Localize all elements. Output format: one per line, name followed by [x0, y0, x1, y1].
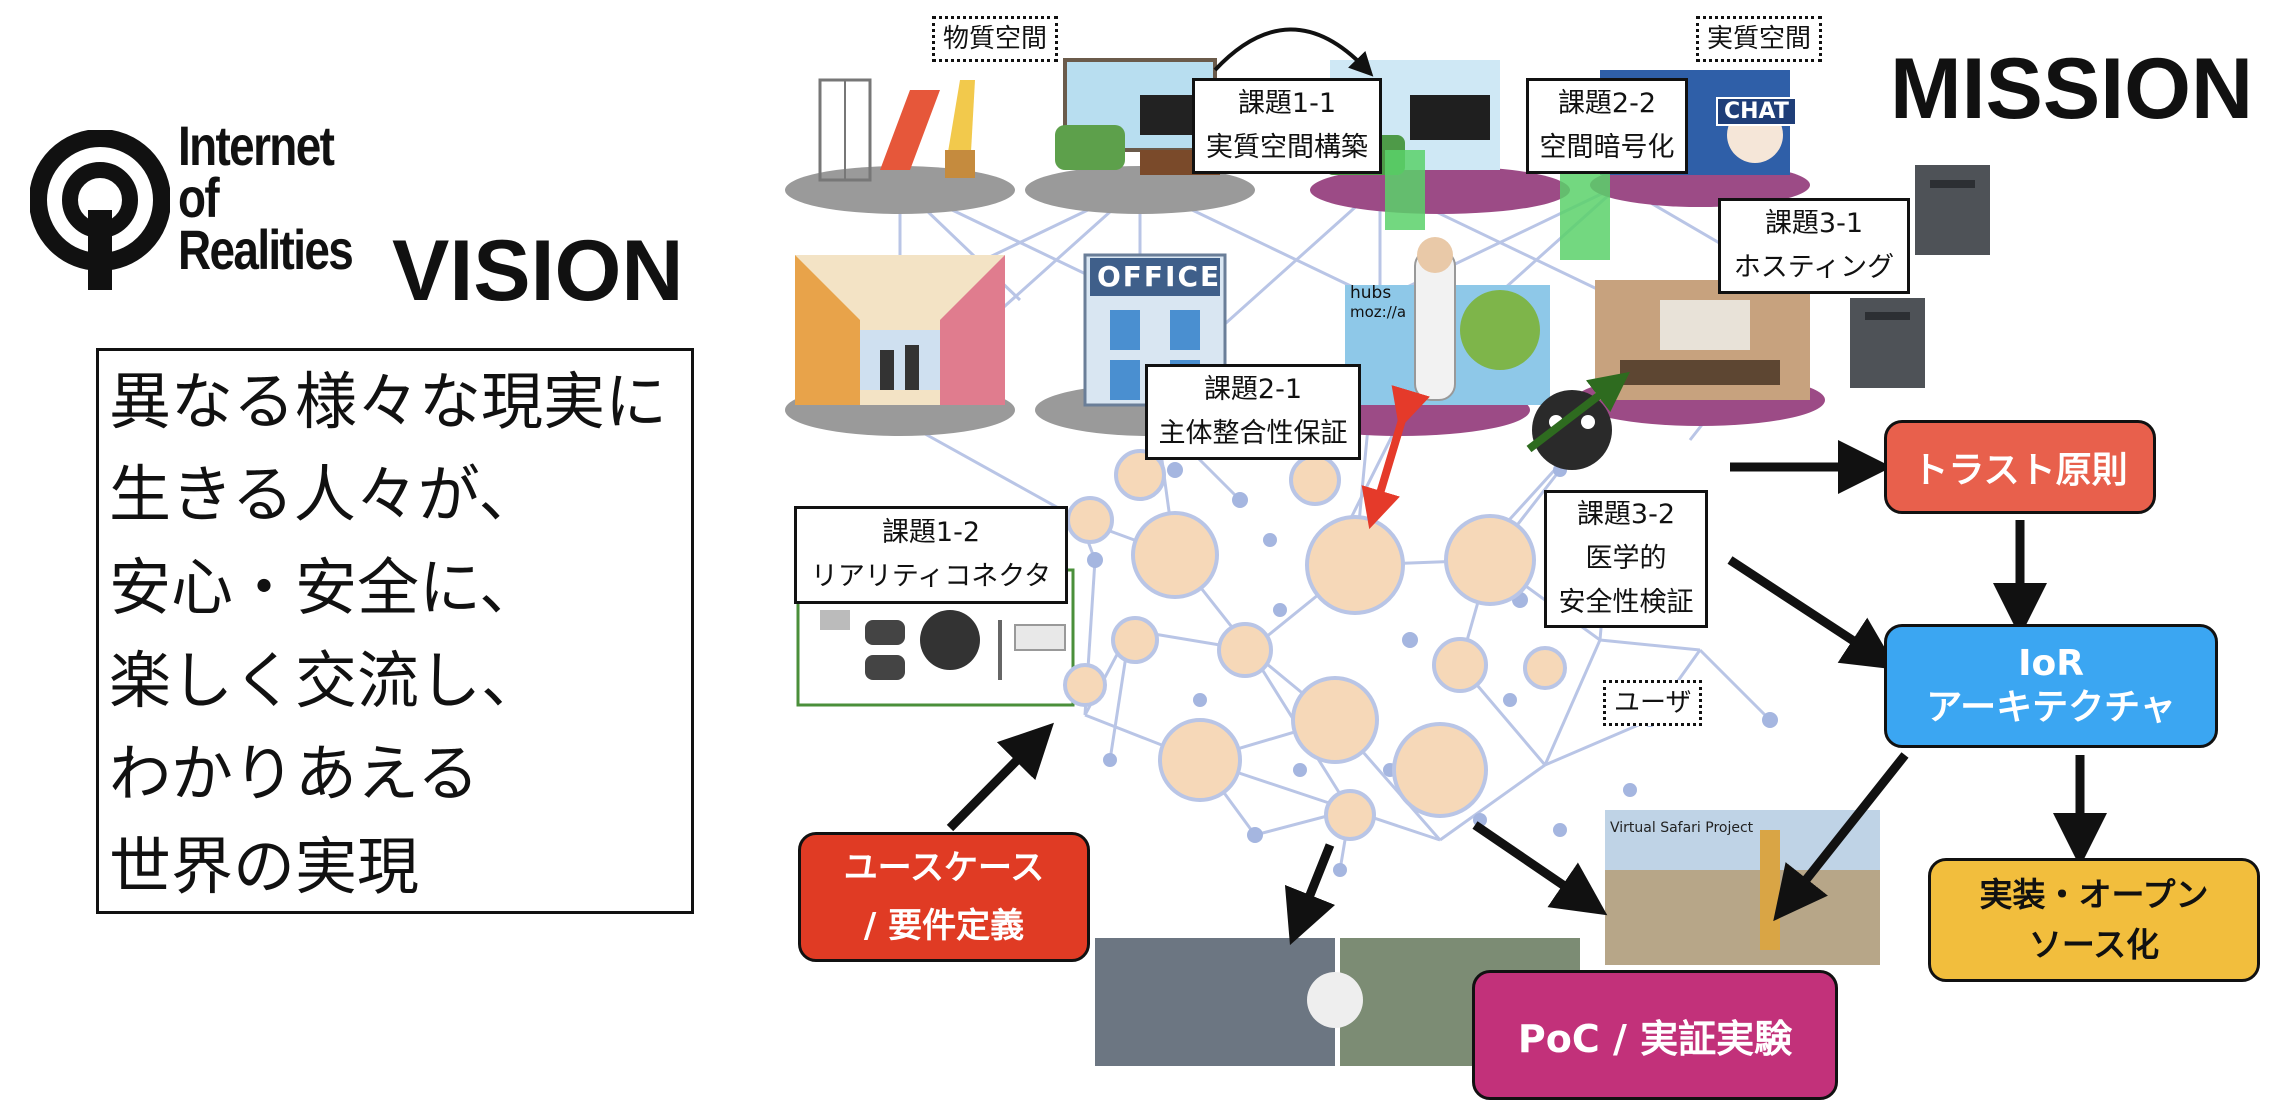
network-nodes: [1053, 462, 1778, 877]
poc-box: PoC / 実証実験: [1472, 970, 1838, 1100]
task-1-1: 課題1-1 実質空間構築: [1192, 78, 1382, 174]
task-3-2: 課題3-2 医学的 安全性検証: [1544, 490, 1708, 628]
task-1-2: 課題1-2 リアリティコネクタ: [794, 506, 1068, 604]
virus-icon: [1532, 390, 1612, 470]
arrow-usecase-to-users: [946, 722, 1054, 832]
task-id: 課題3-1: [1764, 208, 1864, 239]
scene-living-room: [1025, 58, 1255, 214]
ior-logo-mark: [29, 129, 171, 290]
scene-playground: [785, 78, 1015, 214]
safari-label: Virtual Safari Project: [1610, 820, 1754, 836]
logo-line-2: of: [178, 166, 220, 229]
user-faces: [1063, 449, 1567, 841]
vision-statement: 異なる様々な現実に 生きる人々が、 安心・安全に、 楽しく交流し、 わかりあえる…: [96, 348, 694, 914]
task-title: ホスティング: [1733, 252, 1895, 283]
task-id: 課題2-2: [1557, 88, 1657, 119]
vision-line: わかりあえる: [109, 737, 480, 810]
scene-shopping-street: [785, 255, 1015, 436]
usecase-label: ユースケース: [843, 848, 1045, 888]
arrow-ior-to-safari: [1773, 752, 1909, 922]
logo-wordmark: Internet of Realities: [178, 114, 354, 281]
vision-title: VISION: [392, 223, 684, 319]
task-id: 課題1-2: [881, 517, 981, 548]
vision-line: 生きる人々が、: [109, 458, 541, 531]
encryption-overlay: [1385, 150, 1610, 260]
logo-line-3: Realities: [178, 218, 354, 281]
server-icon: [1850, 165, 1990, 388]
mission-title: MISSION: [1890, 41, 2254, 137]
ior-label: IoR: [2018, 643, 2084, 684]
usecase-box: ユースケース / 要件定義: [798, 832, 1090, 962]
impl-sublabel: ソース化: [2028, 925, 2160, 964]
task-id: 課題3-2: [1576, 499, 1676, 530]
logo-line-1: Internet: [178, 114, 335, 177]
arrow-users-to-safari: [1472, 821, 1608, 916]
task-subtitle: 安全性検証: [1558, 587, 1694, 618]
task-title: 医学的: [1585, 543, 1667, 574]
ior-logo: [29, 129, 171, 300]
implementation-box: 実装・オープン ソース化: [1928, 858, 2260, 982]
vision-line: 異なる様々な現実に: [109, 365, 668, 438]
office-sign: OFFICE: [1097, 260, 1222, 293]
task-title: リアリティコネクタ: [810, 561, 1052, 592]
virtual-safari-image: [1605, 810, 1880, 965]
scene-meeting-room: [1575, 280, 1825, 426]
tag-physical-space: 物質空間: [932, 16, 1059, 62]
mozilla-label: moz://a: [1350, 303, 1407, 321]
ior-architecture-box: IoR アーキテクチャ: [1884, 624, 2218, 748]
curved-arrow: [1213, 27, 1374, 77]
chat-sign: CHAT: [1716, 97, 1797, 126]
poc-label: PoC / 実証実験: [1517, 1016, 1793, 1061]
task-id: 課題1-1: [1237, 88, 1337, 119]
task-title: 空間暗号化: [1539, 132, 1675, 163]
ior-sublabel: アーキテクチャ: [1926, 687, 2176, 728]
trust-label: トラスト原則: [1912, 450, 2128, 491]
usecase-sublabel: / 要件定義: [863, 906, 1025, 946]
vision-line: 世界の実現: [109, 830, 420, 903]
arrow-to-ior: [1727, 556, 1898, 670]
task-2-2: 課題2-2 空間暗号化: [1526, 78, 1688, 174]
arrow-users-to-city: [1284, 843, 1336, 946]
vision-line: 安心・安全に、: [109, 551, 542, 624]
vision-line: 楽しく交流し、: [109, 644, 544, 717]
tag-virtual-space: 実質空間: [1696, 16, 1823, 62]
trust-principles-box: トラスト原則: [1884, 420, 2156, 514]
red-double-arrow: [1361, 385, 1430, 530]
task-title: 実質空間構築: [1206, 132, 1368, 163]
impl-label: 実装・オープン: [1979, 875, 2209, 914]
hubs-label: hubs: [1350, 283, 1392, 303]
task-title: 主体整合性保証: [1158, 418, 1348, 449]
task-id: 課題2-1: [1203, 374, 1303, 405]
green-arrow: [1526, 371, 1630, 453]
task-2-1: 課題2-1 主体整合性保証: [1145, 364, 1361, 460]
tag-users: ユーザ: [1603, 680, 1703, 726]
task-3-1: 課題3-1 ホスティング: [1718, 198, 1910, 294]
